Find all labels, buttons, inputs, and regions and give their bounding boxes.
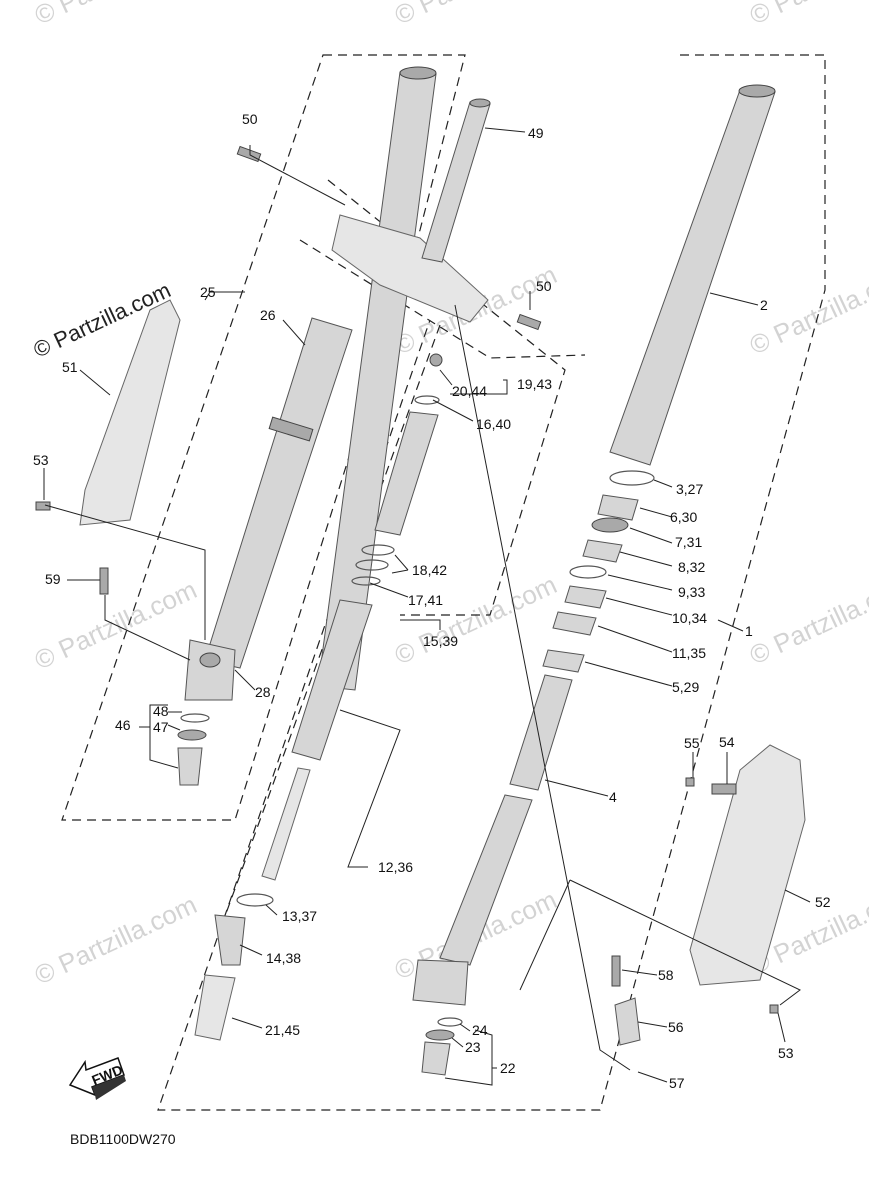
callout-6-30: 6,30 bbox=[670, 509, 697, 525]
callout-7-31: 7,31 bbox=[675, 534, 702, 550]
callout-9-33: 9,33 bbox=[678, 584, 705, 600]
bracket-56 bbox=[614, 997, 641, 1046]
fwd-arrow-icon: FWD bbox=[68, 1057, 126, 1100]
callout-58: 58 bbox=[658, 967, 674, 983]
callout-4: 4 bbox=[609, 789, 617, 805]
callout-53-left: 53 bbox=[33, 452, 49, 468]
fork-tube-26 bbox=[184, 66, 489, 701]
collar-22 bbox=[421, 1041, 451, 1076]
bolt-58 bbox=[611, 955, 621, 987]
callout-52: 52 bbox=[815, 894, 831, 910]
clip-9-33 bbox=[569, 565, 607, 579]
callout-26: 26 bbox=[260, 307, 276, 323]
bolt-50-right bbox=[516, 313, 542, 331]
callout-25: 25 bbox=[200, 284, 216, 300]
callout-49: 49 bbox=[528, 125, 544, 141]
callout-3-27: 3,27 bbox=[676, 481, 703, 497]
callout-54: 54 bbox=[719, 734, 735, 750]
bushing-6-30 bbox=[597, 494, 639, 521]
bushing-5-29 bbox=[542, 649, 585, 673]
callout-15-39: 15,39 bbox=[423, 633, 458, 649]
callout-8-32: 8,32 bbox=[678, 559, 705, 575]
inner-tube-4 bbox=[412, 674, 573, 1006]
callout-28: 28 bbox=[255, 684, 271, 700]
o-ring-24 bbox=[437, 1017, 463, 1027]
callout-47: 47 bbox=[153, 719, 169, 735]
drawing-code: BDB1100DW270 bbox=[70, 1131, 176, 1147]
callout-labels: 50 49 25 26 51 53 59 28 48 47 46 50 20,4… bbox=[33, 111, 831, 1091]
callout-48: 48 bbox=[153, 703, 169, 719]
callout-13-37: 13,37 bbox=[282, 908, 317, 924]
seal-11-35 bbox=[552, 611, 597, 636]
cable-guide-54 bbox=[711, 783, 737, 795]
watermark: © Partzilla.com bbox=[30, 889, 201, 990]
callout-1: 1 bbox=[745, 623, 753, 639]
washer-47 bbox=[177, 729, 207, 741]
watermark: © Partzilla.com bbox=[390, 0, 561, 30]
seal-10-34 bbox=[564, 585, 607, 609]
bolt-55 bbox=[685, 777, 695, 787]
boundary-right-assembly bbox=[157, 54, 826, 1111]
steering-stem-49 bbox=[421, 98, 491, 263]
callout-2: 2 bbox=[760, 297, 768, 313]
callout-59: 59 bbox=[45, 571, 61, 587]
watermark: © Partzilla.com bbox=[745, 0, 869, 30]
watermark: © Partzilla.com bbox=[30, 0, 201, 30]
boundary-cartridge-top bbox=[299, 239, 586, 359]
fork-guard-51 bbox=[79, 299, 181, 526]
watermark: © Partzilla.com bbox=[745, 569, 869, 670]
callout-24: 24 bbox=[472, 1022, 488, 1038]
callout-18-42: 18,42 bbox=[412, 562, 447, 578]
washer-7-31 bbox=[591, 517, 629, 533]
callout-53-right: 53 bbox=[778, 1045, 794, 1061]
damper-cartridge bbox=[351, 353, 443, 586]
inner-damper-12-36 bbox=[194, 599, 373, 1041]
o-ring-48 bbox=[180, 713, 210, 723]
callout-14-38: 14,38 bbox=[266, 950, 301, 966]
bolt-53-right bbox=[769, 1004, 779, 1014]
callout-56: 56 bbox=[668, 1019, 684, 1035]
seal-8-32 bbox=[582, 539, 623, 563]
callout-51: 51 bbox=[62, 359, 78, 375]
callout-12-36: 12,36 bbox=[378, 859, 413, 875]
fork-guard-52 bbox=[689, 744, 806, 986]
callout-21-45: 21,45 bbox=[265, 1022, 300, 1038]
callout-22: 22 bbox=[500, 1060, 516, 1076]
callout-11-35: 11,35 bbox=[672, 645, 706, 661]
leader-lines bbox=[43, 127, 811, 1086]
callout-19-43: 19,43 bbox=[517, 376, 552, 392]
washer-23 bbox=[425, 1029, 455, 1041]
callout-20-44: 20,44 bbox=[452, 383, 487, 399]
callout-50-top: 50 bbox=[242, 111, 258, 127]
callout-10-34: 10,34 bbox=[672, 610, 707, 626]
callout-55: 55 bbox=[684, 735, 700, 751]
callout-17-41: 17,41 bbox=[408, 592, 443, 608]
callout-57: 57 bbox=[669, 1075, 685, 1091]
callout-23: 23 bbox=[465, 1039, 481, 1055]
bolt-59 bbox=[99, 567, 109, 595]
callout-46: 46 bbox=[115, 717, 131, 733]
callout-16-40: 16,40 bbox=[476, 416, 511, 432]
outer-tube-2 bbox=[609, 84, 776, 466]
callout-5-29: 5,29 bbox=[672, 679, 699, 695]
collar-46 bbox=[177, 747, 203, 786]
boundary-left-assembly bbox=[61, 54, 466, 821]
callout-50-right: 50 bbox=[536, 278, 552, 294]
ring-3-27 bbox=[609, 470, 655, 486]
